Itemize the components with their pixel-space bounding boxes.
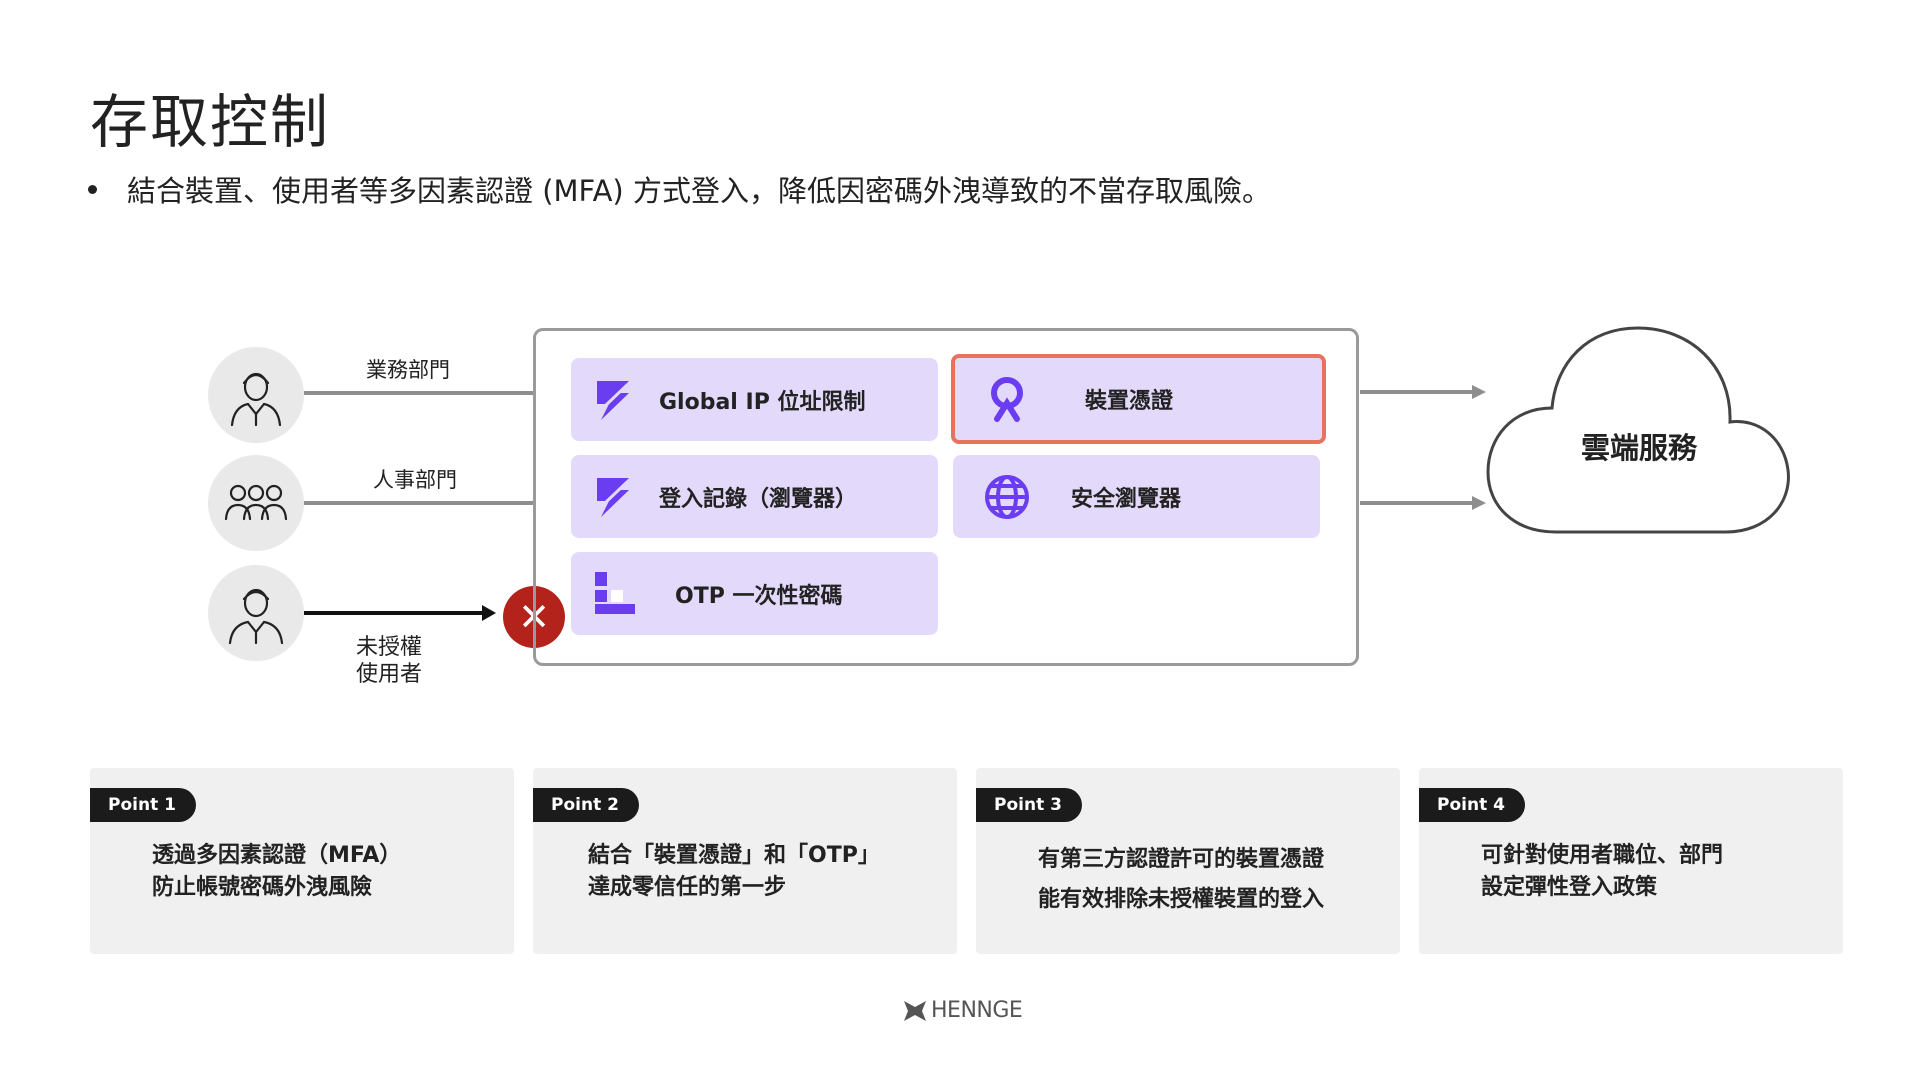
subtitle-text: 結合裝置、使用者等多因素認證 (MFA) 方式登入，降低因密碼外洩導致的不當存取… xyxy=(127,174,1271,208)
bullet-dot xyxy=(88,184,97,194)
lightning-z-icon xyxy=(591,376,639,424)
feature-label: OTP 一次性密碼 xyxy=(675,583,843,609)
feature-label: 裝置憑證 xyxy=(1085,389,1174,414)
point-badge: Point 2 xyxy=(533,788,639,822)
point-text: 可針對使用者職位、部門 設定彈性登入政策 xyxy=(1481,840,1723,904)
point-text: 結合「裝置憑證」和「OTP」 達成零信任的第一步 xyxy=(588,840,880,904)
arrowhead-to-cloud-1 xyxy=(1472,385,1486,399)
point-badge: Point 1 xyxy=(90,788,196,822)
arrow-to-cloud-1 xyxy=(1360,390,1472,394)
feature-login-log: 登入記錄（瀏覽器） xyxy=(571,455,938,538)
feature-secure-browser: 安全瀏覽器 xyxy=(953,455,1320,538)
arrowhead-unauthorized xyxy=(482,605,496,621)
globe-icon xyxy=(983,473,1031,521)
point-badge: Point 4 xyxy=(1419,788,1525,822)
point-line: 設定彈性登入政策 xyxy=(1481,875,1658,900)
label-unauthorized-line1: 未授權 xyxy=(356,635,423,660)
feature-global-ip: Global IP 位址限制 xyxy=(571,358,938,441)
connector-hr xyxy=(304,501,534,505)
point-card-2: Point 2 結合「裝置憑證」和「OTP」 達成零信任的第一步 xyxy=(533,768,957,954)
point-badge: Point 3 xyxy=(976,788,1082,822)
person-icon xyxy=(230,372,282,427)
point-card-1: Point 1 透過多因素認證（MFA） 防止帳號密碼外洩風險 xyxy=(90,768,514,954)
feature-frame xyxy=(533,328,1359,666)
label-unauthorized-line2: 使用者 xyxy=(356,662,423,687)
subtitle-bullet: 結合裝置、使用者等多因素認證 (MFA) 方式登入，降低因密碼外洩導致的不當存取… xyxy=(88,168,1271,210)
point-card-4: Point 4 可針對使用者職位、部門 設定彈性登入政策 xyxy=(1419,768,1843,954)
feature-label: Global IP 位址限制 xyxy=(659,389,866,415)
feature-device-cert: 裝置憑證 xyxy=(951,354,1326,444)
otp-icon xyxy=(591,570,639,618)
point-line: 透過多因素認證（MFA） xyxy=(152,843,402,868)
cloud-label: 雲端服務 xyxy=(1581,431,1698,465)
page-title: 存取控制 xyxy=(90,88,331,156)
feature-label: 登入記錄（瀏覽器） xyxy=(659,486,858,512)
point-text: 透過多因素認證（MFA） 防止帳號密碼外洩風險 xyxy=(152,840,401,904)
point-line: 可針對使用者職位、部門 xyxy=(1481,843,1724,868)
point-line: 達成零信任的第一步 xyxy=(588,875,787,900)
label-sales: 業務部門 xyxy=(366,358,450,382)
henn-logo-icon xyxy=(904,1000,926,1021)
connector-unauthorized xyxy=(304,611,482,615)
user-avatar-sales xyxy=(208,347,304,443)
device-cert-icon xyxy=(983,375,1031,423)
point-line: 防止帳號密碼外洩風險 xyxy=(152,875,373,900)
arrowhead-to-cloud-2 xyxy=(1472,496,1486,510)
group-icon xyxy=(224,484,288,521)
point-line: 能有效排除未授權裝置的登入 xyxy=(1038,887,1325,912)
point-line: 有第三方認證許可的裝置憑證 xyxy=(1038,847,1325,872)
user-avatar-hr xyxy=(208,455,304,551)
point-card-3: Point 3 有第三方認證許可的裝置憑證 能有效排除未授權裝置的登入 xyxy=(976,768,1400,954)
footer-logo: HENNGE xyxy=(903,998,1023,1023)
lightning-z-icon xyxy=(591,473,639,521)
point-text: 有第三方認證許可的裝置憑證 能有效排除未授權裝置的登入 xyxy=(1038,840,1324,920)
connector-sales xyxy=(304,391,534,395)
feature-otp: OTP 一次性密碼 xyxy=(571,552,938,635)
label-hr: 人事部門 xyxy=(373,468,457,492)
cloud-icon xyxy=(1486,326,1790,534)
feature-label: 安全瀏覽器 xyxy=(1071,486,1182,512)
footer-brand: HENNGE xyxy=(931,998,1023,1023)
person-icon xyxy=(228,588,284,645)
point-line: 結合「裝置憑證」和「OTP」 xyxy=(588,843,880,868)
arrow-to-cloud-2 xyxy=(1360,501,1472,505)
user-avatar-unauthorized xyxy=(208,565,304,661)
label-unauthorized: 未授權 使用者 xyxy=(356,634,422,688)
